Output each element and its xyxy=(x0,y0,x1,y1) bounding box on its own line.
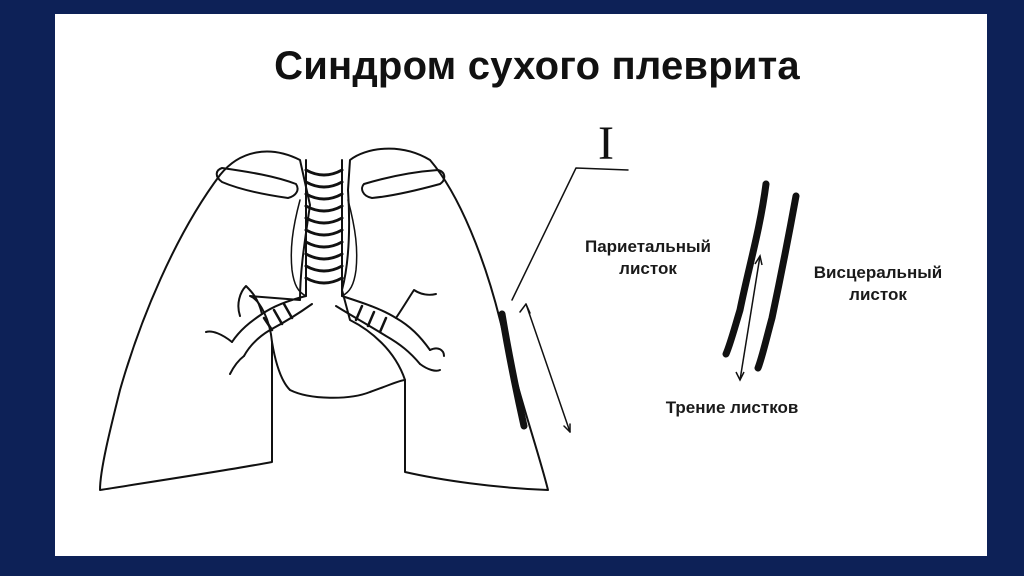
parietal-leaflet-label: Париетальный листок xyxy=(556,236,740,280)
right-hilum-branches xyxy=(205,285,263,375)
left-lung-outline xyxy=(341,147,549,491)
trachea-rings xyxy=(304,168,344,285)
slide-title: Синдром сухого плеврита xyxy=(274,44,800,88)
bronchus-rings xyxy=(262,302,388,334)
roman-numeral-pointer xyxy=(511,167,629,301)
parietal-leaflet xyxy=(722,180,770,358)
left-clavicle xyxy=(361,169,446,199)
right-lung-outline xyxy=(99,150,311,491)
left-bronchus xyxy=(335,295,431,365)
visceral-leaflet-label: Висцеральный листок xyxy=(786,262,970,306)
friction-label: Трение листков xyxy=(665,398,799,417)
parietal-label-line2: листок xyxy=(619,259,677,278)
leaflet-friction-arrow xyxy=(739,255,761,381)
left-hilum-branches xyxy=(395,289,445,372)
visceral-leaflet xyxy=(754,192,800,372)
visceral-label-line1: Висцеральный xyxy=(813,263,943,282)
content-panel xyxy=(55,14,987,556)
visceral-label-line2: листок xyxy=(849,285,907,304)
pleural-thickening xyxy=(498,310,528,430)
right-clavicle xyxy=(215,167,299,199)
parietal-label-line1: Париетальный xyxy=(584,237,711,256)
mediastinal-contour xyxy=(290,199,358,297)
lung-friction-arrow xyxy=(525,303,571,433)
mediastinum-line xyxy=(271,341,406,399)
roman-numeral-label: I xyxy=(598,117,614,170)
trachea xyxy=(305,159,343,297)
